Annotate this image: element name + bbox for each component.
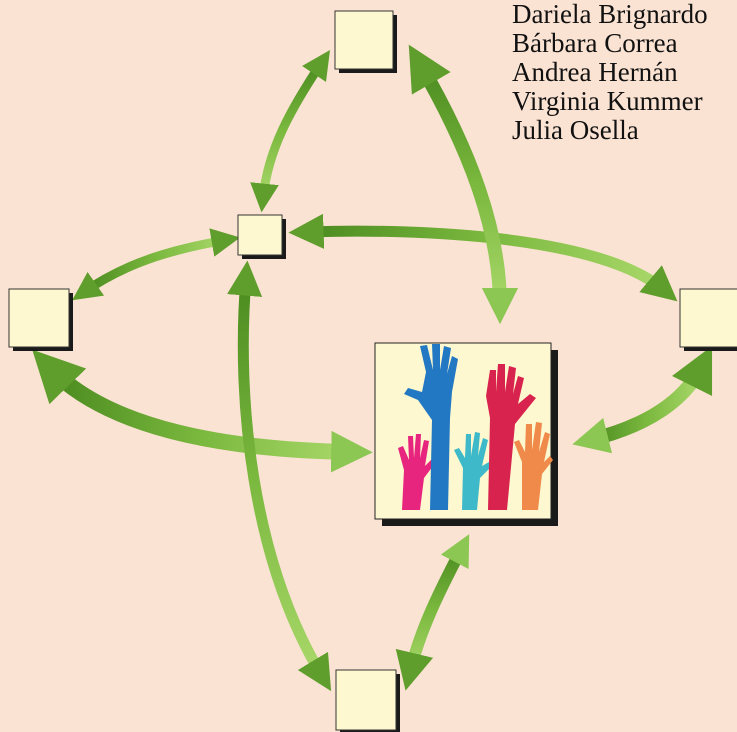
node-bottom — [335, 669, 400, 732]
author-name: Dariela Brignardo — [512, 0, 708, 29]
arrow-top-to-center — [408, 44, 519, 325]
author-name: Virginia Kummer — [512, 86, 703, 116]
arrow-right-to-center — [572, 345, 713, 454]
node-left — [8, 288, 73, 351]
arrow-top-to-small — [250, 50, 330, 213]
arrows — [32, 44, 713, 692]
node-small — [237, 214, 286, 259]
arrow-bottom-to-center — [395, 534, 470, 691]
raised-hands-icon — [398, 344, 553, 510]
arrow-left-to-center — [32, 349, 373, 473]
arrow-small-to-right — [288, 213, 678, 302]
node-top — [334, 10, 397, 73]
arrow-left-to-small — [72, 228, 241, 301]
author-name: Andrea Hernán — [512, 57, 678, 87]
author-name: Bárbara Correa — [512, 28, 678, 58]
arrow-small-to-bottom — [227, 260, 332, 692]
node-right — [679, 288, 737, 351]
author-list: Dariela Brignardo Bárbara Correa Andrea … — [512, 0, 708, 145]
author-name: Julia Osella — [512, 115, 639, 145]
node-center — [374, 342, 558, 526]
